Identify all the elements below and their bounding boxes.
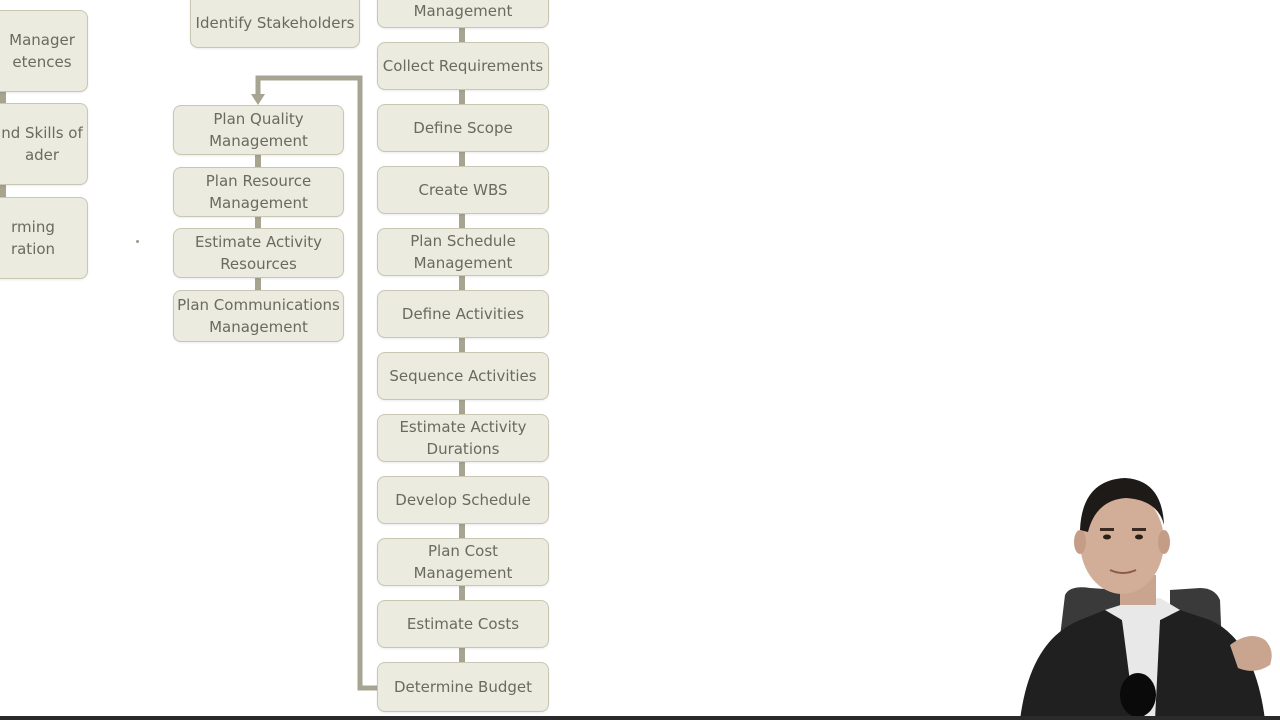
node-sequence-activities: Sequence Activities xyxy=(377,352,549,400)
node-plan-quality-management: Plan Quality Management xyxy=(173,105,344,155)
node-plan-communications-management: Plan Communications Management xyxy=(173,290,344,342)
node-define-scope: Define Scope xyxy=(377,104,549,152)
node-develop-schedule: Develop Schedule xyxy=(377,476,549,524)
stray-dot xyxy=(136,240,139,243)
node-estimate-activity-resources: Estimate Activity Resources xyxy=(173,228,344,278)
person-icon xyxy=(1020,478,1272,720)
node-plan-cost-management: Plan Cost Management xyxy=(377,538,549,586)
node-identify-stakeholders: Identify Stakeholders xyxy=(190,0,360,48)
node-management-top: Management xyxy=(377,0,549,28)
node-estimate-costs: Estimate Costs xyxy=(377,600,549,648)
left-node-1: Manager etences xyxy=(0,10,88,92)
bottom-divider xyxy=(0,716,1280,720)
node-plan-resource-management: Plan Resource Management xyxy=(173,167,344,217)
node-define-activities: Define Activities xyxy=(377,290,549,338)
node-determine-budget: Determine Budget xyxy=(377,662,549,712)
node-estimate-activity-durations: Estimate Activity Durations xyxy=(377,414,549,462)
left-node-3: rming ration xyxy=(0,197,88,279)
presenter-video-overlay xyxy=(1020,478,1272,720)
node-plan-schedule-management: Plan Schedule Management xyxy=(377,228,549,276)
node-create-wbs: Create WBS xyxy=(377,166,549,214)
left-node-2: nd Skills of ader xyxy=(0,103,88,185)
node-collect-requirements: Collect Requirements xyxy=(377,42,549,90)
